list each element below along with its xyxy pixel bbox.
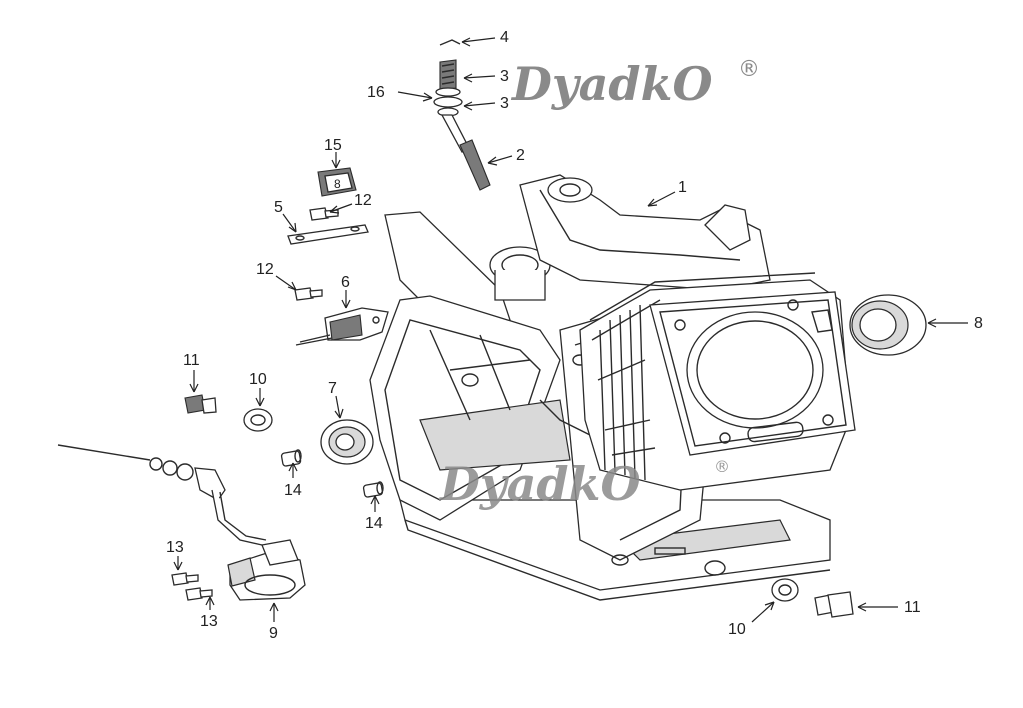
part-12-bolt-lower xyxy=(294,287,323,301)
part-13-bolt-upper xyxy=(171,572,199,586)
watermark-brand-top: DyadkO xyxy=(510,57,713,111)
callout-12-upper: 12 xyxy=(354,192,372,209)
watermark-middle: DyadkO ® xyxy=(438,457,730,511)
governor-shaft-assembly xyxy=(433,39,491,191)
callout-14-lower: 14 xyxy=(365,515,383,532)
callout-1: 1 xyxy=(678,179,687,196)
callout-11-upper: 11 xyxy=(183,352,200,369)
callout-16: 16 xyxy=(367,84,385,101)
callout-14-upper: 14 xyxy=(284,482,302,499)
part-10-washer-lower xyxy=(771,578,799,602)
part-11-plug-upper xyxy=(184,394,217,414)
watermark-registered-top: ® xyxy=(738,57,760,82)
part-15-cover: 8 xyxy=(317,167,357,197)
watermark-registered-middle: ® xyxy=(714,457,730,476)
callout-6: 6 xyxy=(341,274,350,291)
callout-5: 5 xyxy=(274,199,283,216)
callout-3-lower: 3 xyxy=(500,95,509,112)
cylinder-block xyxy=(579,272,856,491)
callout-3-top: 3 xyxy=(500,68,509,85)
svg-text:8: 8 xyxy=(334,177,341,191)
callout-4: 4 xyxy=(500,29,509,46)
part-14-dowel-upper xyxy=(280,449,302,467)
callout-13-upper: 13 xyxy=(166,539,184,556)
callout-10-lower: 10 xyxy=(728,621,746,638)
callout-labels: 4 3 16 3 2 15 1 5 12 12 6 8 11 10 7 14 1… xyxy=(166,29,983,642)
callout-leaders xyxy=(173,37,968,623)
part-13-bolt-lower xyxy=(185,587,213,601)
part-7-bearing xyxy=(320,419,374,465)
part-8-oil-seal xyxy=(849,294,927,356)
part-5-plate xyxy=(287,224,369,245)
part-10-washer-upper xyxy=(243,408,273,432)
part-6-sensor xyxy=(295,307,389,346)
callout-11-lower: 11 xyxy=(904,599,921,616)
callout-15: 15 xyxy=(324,137,342,154)
part-11-plug-lower xyxy=(814,591,854,618)
watermark-top: DyadkO ® xyxy=(510,57,760,111)
callout-12-lower: 12 xyxy=(256,261,274,278)
callout-2: 2 xyxy=(516,147,525,164)
callout-9: 9 xyxy=(269,625,278,642)
crankcase-part-1 xyxy=(369,174,831,601)
watermark-brand-middle: DyadkO xyxy=(438,457,641,511)
callout-13-lower: 13 xyxy=(200,613,218,630)
part-9-oil-sensor xyxy=(57,444,306,601)
callout-8: 8 xyxy=(974,315,983,332)
part-14-dowel-lower xyxy=(362,481,384,498)
callout-10-upper: 10 xyxy=(249,371,267,388)
part-12-bolt-upper xyxy=(309,207,339,221)
callout-7: 7 xyxy=(328,380,337,397)
